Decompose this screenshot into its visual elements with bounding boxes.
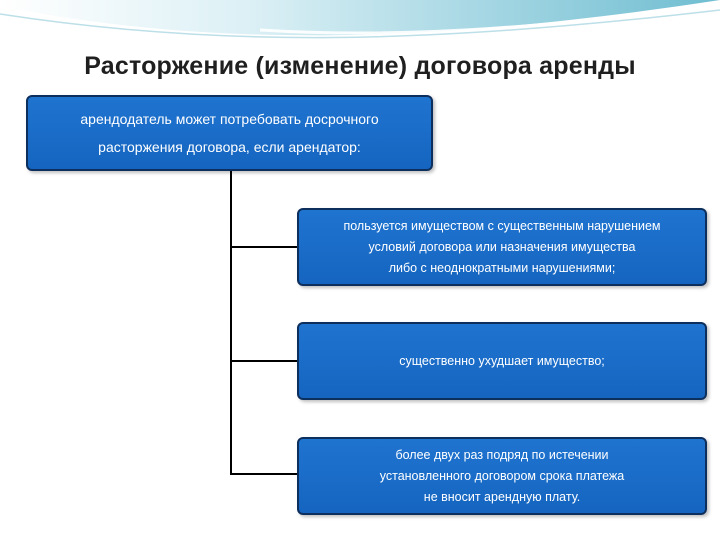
- condition-text-line: установленного договором срока платежа: [379, 468, 625, 483]
- connector-branch-3: [230, 473, 297, 475]
- condition-box-deterioration: существенно ухудшает имущество;: [297, 322, 707, 400]
- condition-box-misuse: пользуется имуществом с существенным нар…: [297, 208, 707, 286]
- header-wave-decoration: [0, 0, 720, 48]
- root-condition-box: арендодатель может потребовать досрочног…: [26, 95, 433, 171]
- connector-branch-1: [230, 246, 297, 248]
- condition-text-line: условий договора или назначения имуществ…: [368, 239, 636, 254]
- condition-text-line: более двух раз подряд по истечении: [395, 447, 609, 462]
- connector-branch-2: [230, 360, 297, 362]
- root-text-line: арендодатель может потребовать досрочног…: [80, 111, 379, 127]
- root-text-line: расторжения договора, если арендатор:: [98, 139, 361, 155]
- condition-box-nonpayment: более двух раз подряд по истечении устан…: [297, 437, 707, 515]
- condition-text-line: существенно ухудшает имущество;: [399, 353, 605, 368]
- connector-vertical: [230, 171, 232, 474]
- condition-text-line: либо с неоднократными нарушениями;: [388, 260, 616, 275]
- condition-text-line: не вносит арендную плату.: [423, 489, 581, 504]
- condition-text-line: пользуется имуществом с существенным нар…: [343, 218, 661, 233]
- page-title: Расторжение (изменение) договора аренды: [84, 52, 636, 80]
